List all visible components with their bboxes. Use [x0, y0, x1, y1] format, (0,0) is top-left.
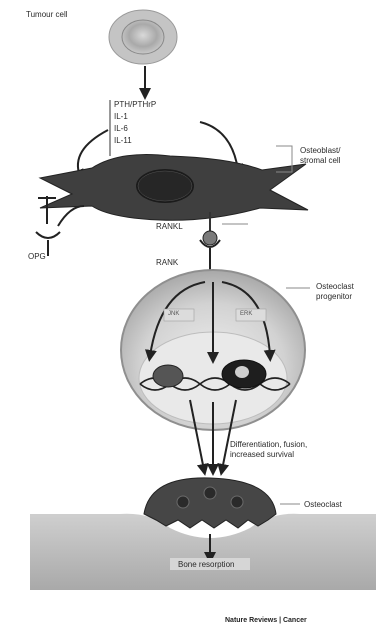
factor-il6-label: IL-6: [114, 124, 128, 133]
osteoblast-label: Osteoblast/: [300, 146, 340, 155]
tumour-cell-label: Tumour cell: [26, 10, 68, 19]
journal-credit: Nature Reviews | Cancer: [225, 617, 307, 624]
differentiation-label-2: increased survival: [230, 450, 294, 459]
stromal-cell-label: stromal cell: [300, 156, 340, 165]
progenitor-label-2: progenitor: [316, 292, 352, 301]
opg-curve-arrow: [58, 206, 84, 226]
bone-surface: [30, 514, 376, 590]
factor-il11-label: IL-11: [114, 136, 132, 145]
tumour-cell: [109, 10, 177, 64]
differentiation-label-1: Differentiation, fusion,: [230, 440, 307, 449]
transcription-factor-left: [153, 365, 183, 387]
rankl-icon: [203, 231, 217, 245]
progenitor-label-1: Osteoclast: [316, 282, 354, 291]
stromal-cell: [40, 155, 308, 221]
osteoclast-label: Osteoclast: [304, 500, 342, 509]
rank-label: RANK: [156, 258, 178, 267]
rankl-label: RANKL: [156, 222, 183, 231]
osteoclast-cell: [144, 478, 276, 528]
bone-resorption-label: Bone resorption: [178, 560, 234, 569]
mapk-right-label: ERK: [240, 311, 252, 318]
mapk-left-label: JNK: [168, 311, 179, 318]
factor-il1-label: IL-1: [114, 112, 128, 121]
factor-ptrp-label: PTH/PTHrP: [114, 100, 156, 109]
transcription-factor-right-spot: [235, 366, 249, 378]
opg-label: OPG: [28, 252, 46, 261]
